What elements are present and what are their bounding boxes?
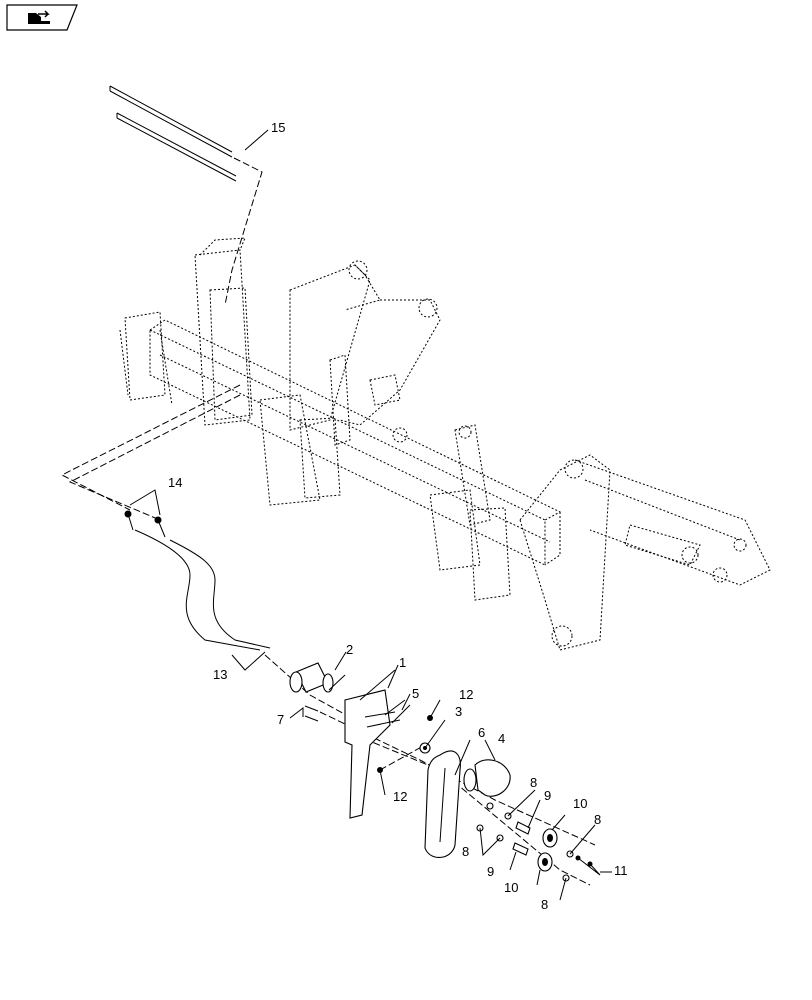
- callout-2: 2: [346, 642, 353, 657]
- callout-4: 4: [498, 731, 505, 746]
- part-3-washer: [419, 719, 446, 754]
- callout-9-upper: 9: [544, 788, 551, 803]
- callout-11: 11: [614, 863, 628, 878]
- part-12-nuts: [377, 699, 441, 796]
- part-4-knob: [463, 739, 511, 797]
- part-5-bolts: [364, 699, 411, 728]
- callout-5: 5: [412, 686, 419, 701]
- part-11-nuts: [575, 855, 601, 876]
- callout-8-right: 8: [594, 812, 601, 827]
- part-1-bracket: [344, 669, 396, 819]
- callout-10-lower: 10: [504, 880, 518, 895]
- callout-8-upper: 8: [530, 775, 537, 790]
- callout-labels: 15 14 13 2 1 5 12 3 7 6 4 12 8 9 10 8 8 …: [168, 120, 628, 912]
- callout-15: 15: [271, 120, 285, 135]
- callout-14: 14: [168, 475, 182, 490]
- part-6-belt: [424, 739, 471, 858]
- callout-leaders: [244, 129, 612, 873]
- callout-8-bottom: 8: [541, 897, 548, 912]
- callout-9-lower: 9: [487, 864, 494, 879]
- part-8-washers: [476, 789, 596, 901]
- part-14-fittings: [124, 489, 166, 538]
- loader-frame: [119, 237, 771, 651]
- callout-12-bottom: 12: [393, 789, 407, 804]
- part-2-cylinder: [289, 662, 346, 693]
- part-15-rods: [109, 85, 263, 306]
- callout-3: 3: [455, 704, 462, 719]
- callout-1: 1: [399, 655, 406, 670]
- part-9-spacers: [509, 799, 541, 871]
- routing-lines: [60, 384, 596, 886]
- part-13-hoses: [134, 529, 271, 671]
- part-7-pins: [289, 705, 319, 722]
- callout-10-upper: 10: [573, 796, 587, 811]
- part-10-rollers: [536, 814, 566, 886]
- callout-13: 13: [213, 667, 227, 682]
- callout-12-top: 12: [459, 687, 473, 702]
- callout-7: 7: [277, 712, 284, 727]
- callout-6: 6: [478, 725, 485, 740]
- callout-8-left: 8: [462, 844, 469, 859]
- page-forward-icon: [28, 10, 50, 24]
- page-forward-button[interactable]: [6, 4, 78, 31]
